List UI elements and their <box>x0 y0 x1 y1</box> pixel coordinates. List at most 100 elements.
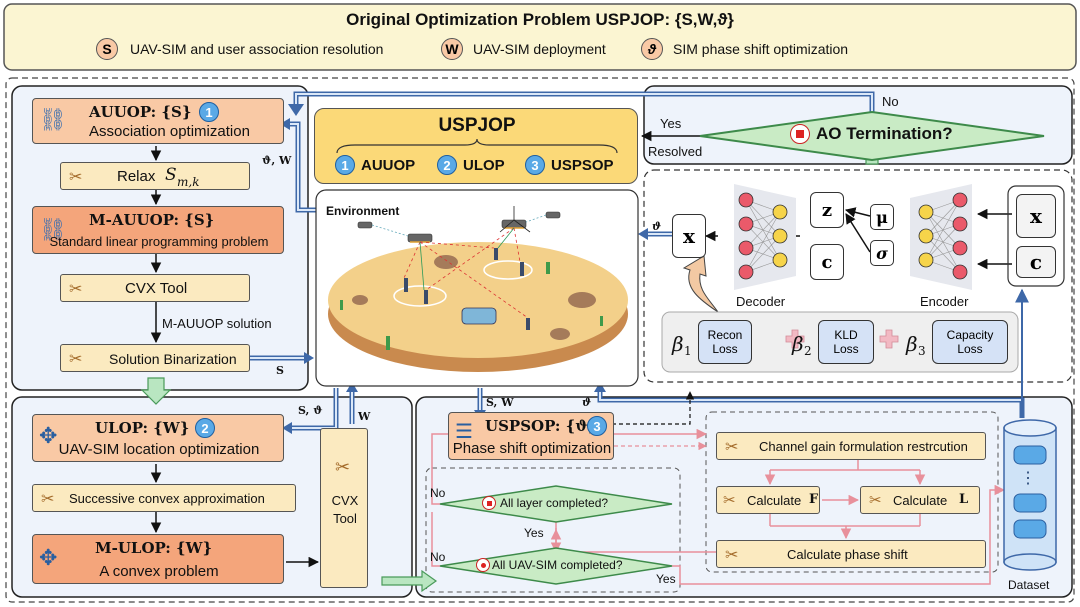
sca-box: ✂ Successive convex approximation <box>32 484 296 512</box>
ulop-subtitle: UAV-SIM location optimization <box>58 441 260 458</box>
vae-theta-label: ϑ <box>652 220 662 233</box>
link-icon: ⛓ <box>39 107 67 132</box>
vae-input-x-label: x <box>1030 204 1042 228</box>
mulop-box: ✥ M-ULOP: {W} A convex problem <box>32 534 284 584</box>
vae-sigma-box: σ <box>870 240 894 266</box>
cvx-tool-line2: Tool <box>333 511 357 526</box>
vae-input-x: x <box>1016 194 1056 238</box>
sub-label-3: USPSOP <box>551 157 614 174</box>
tools-icon-4: ✂ <box>41 491 55 508</box>
relax-sub: m,k <box>177 175 200 189</box>
tools-icon-8: ✂ <box>869 492 882 509</box>
vae-input-c: c <box>1016 246 1056 278</box>
vae-c-box: c <box>810 244 844 280</box>
uspsop-box: ☰ USPSOP: {ϑ} 3 Phase shift optimization <box>448 412 614 460</box>
legend-symbol-s: S <box>96 38 118 60</box>
legend-label-w: UAV-SIM deployment <box>473 41 606 57</box>
stop-icon-3 <box>476 558 490 572</box>
sca-label: Successive convex approximation <box>69 491 265 506</box>
relax-box: ✂ Relax S m,k <box>60 162 250 190</box>
capacity-loss-line1: Capacity <box>946 328 994 342</box>
binarization-label: Solution Binarization <box>109 351 237 367</box>
ao-resolved-label: Resolved <box>648 144 703 159</box>
uspjop-box: USPJOP 1 AUUOP 2 ULOP 3 USPSOP <box>314 108 638 184</box>
capacity-loss-line2: Loss <box>957 342 983 356</box>
encoder-label: Encoder <box>920 294 969 309</box>
layer-yes-label: Yes <box>524 526 544 540</box>
dataset-dots: ⋮ <box>1020 470 1036 487</box>
page-title: Original Optimization Problem USPJOP: {S… <box>346 10 734 29</box>
tools-icon-5: ✂ <box>335 457 351 477</box>
recon-loss-box: Recon Loss <box>698 320 752 364</box>
left-bottom-output-label: W <box>358 410 371 423</box>
uspsop-title: USPSOP: {ϑ} <box>485 417 598 435</box>
cvx-box: ✂ CVX Tool <box>60 274 250 302</box>
mauuop-box: ⛓ M-AUUOP: {S} Standard linear programmi… <box>32 206 284 254</box>
left-top-input-label: ϑ, W <box>262 154 292 167</box>
vae-output-x-label: x <box>683 224 695 248</box>
legend-symbol-theta: ϑ <box>641 38 663 60</box>
outer-frame <box>5 77 1075 603</box>
stop-icon <box>790 124 810 144</box>
tools-icon-2: ✂ <box>69 281 83 298</box>
calc-l-box: ✂ Calculate L <box>860 486 980 514</box>
relax-var: S <box>165 165 177 185</box>
sub-label-1: AUUOP <box>361 157 416 174</box>
environment-label: Environment <box>326 204 400 218</box>
calc-l-label: Calculate <box>893 493 948 508</box>
beta-2: β <box>792 332 804 356</box>
relax-label: Relax <box>117 168 156 185</box>
kld-loss-line1: KLD <box>834 328 858 342</box>
legend-symbol-w: W <box>441 38 463 60</box>
tools-icon-7: ✂ <box>723 492 736 509</box>
calc-f-label: Calculate <box>747 493 802 508</box>
uspsop-num: 3 <box>587 416 607 436</box>
link-icon-2: ⛓ <box>39 217 67 242</box>
header-panel <box>3 3 1077 71</box>
solution-label: M-AUUOP solution <box>162 316 272 331</box>
tools-icon-3: ✂ <box>69 351 83 368</box>
vae-sigma-label: σ <box>876 243 888 263</box>
vae-input-c-label: c <box>1029 250 1043 274</box>
beta-1-sub: 1 <box>684 344 692 358</box>
ao-no-label: No <box>882 94 899 109</box>
uav-question: All UAV-SIM completed? <box>492 558 623 572</box>
beta-1: β <box>672 332 684 356</box>
beta-3: β <box>906 332 918 356</box>
kld-loss-box: KLD Loss <box>818 320 874 364</box>
cvx-label: CVX Tool <box>125 280 188 297</box>
sub-num-2: 2 <box>437 155 457 175</box>
legend-label-s: UAV-SIM and user association resolution <box>130 41 384 57</box>
channel-label: Channel gain formulation restrcution <box>759 439 968 454</box>
tools-icon-9: ✂ <box>725 547 739 564</box>
tools-icon-6: ✂ <box>725 439 739 456</box>
beta-2-sub: 2 <box>804 344 812 358</box>
ulop-title-text: ULOP: {W} <box>95 419 190 437</box>
header-legend: S UAV-SIM and user association resolutio… <box>96 38 986 64</box>
ulop-box: ✥ AUUOP: {S} ULOP: {W} 2 UAV-SIM locatio… <box>32 414 284 462</box>
mauuop-subtitle: Standard linear programming problem <box>49 234 269 249</box>
layer-question: All layer completed? <box>500 496 609 510</box>
channel-box: ✂ Channel gain formulation restrcution <box>716 432 986 460</box>
uspsop-subtitle: Phase shift optimization <box>452 440 612 457</box>
layer-no-label: No <box>430 486 446 500</box>
auuop-subtitle: Association optimization <box>89 123 250 140</box>
center-theta-label: ϑ <box>582 396 592 409</box>
drone-icon: ✥ <box>39 423 58 448</box>
drone-icon-2: ✥ <box>39 545 58 570</box>
vae-z-label: z <box>821 199 833 221</box>
layers-icon: ☰ <box>455 421 473 443</box>
sub-num-1: 1 <box>335 155 355 175</box>
sub-label-2: ULOP <box>463 157 505 174</box>
capacity-loss-box: Capacity Loss <box>932 320 1008 364</box>
kld-loss-line2: Loss <box>833 342 859 356</box>
vae-c-label: c <box>821 251 833 273</box>
uspjop-brace <box>336 139 618 154</box>
stop-icon-2 <box>482 496 496 510</box>
uav-no-label: No <box>430 550 446 564</box>
tools-icon: ✂ <box>69 169 83 186</box>
cvx-tool-box: ✂ CVX Tool <box>320 428 368 588</box>
auuop-box: ⛓ AUUOP: {S} 1 Association optimization <box>32 98 284 144</box>
dataset-label: Dataset <box>1008 578 1050 592</box>
